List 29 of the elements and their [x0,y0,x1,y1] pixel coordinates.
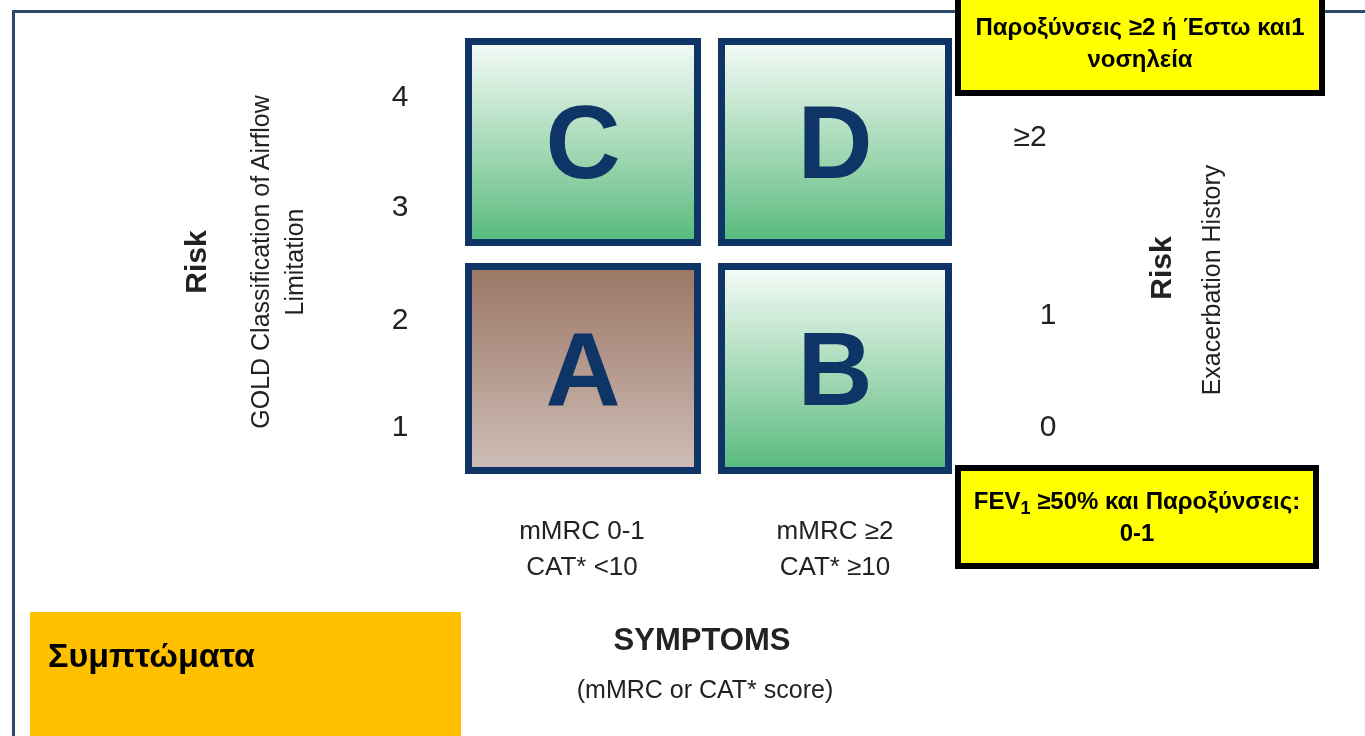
group-letter: A [545,316,621,421]
section-tag [30,612,461,736]
quadrant-box [718,263,952,474]
group-letter: B [797,316,873,421]
note-text: Συμπτώματα [48,635,255,676]
tick-label: 3 [390,187,410,224]
note-text: Παροξύνσεις ≥2 ή Έστω και1 νοσηλεία [974,12,1306,74]
group-letter: D [797,90,873,194]
tick-label: 0 [1038,407,1058,444]
axis-title: Risk [1142,235,1178,302]
axis-title: Risk [177,229,213,296]
quadrant-box [465,38,701,246]
tick-label: 1 [390,407,410,444]
tick-label: 2 [390,300,410,337]
note-box [955,465,1319,569]
note-text: FEV$_{1}$ ≥50% και Παροξύνσεις: 0-1 [972,486,1302,548]
quadrant-box [465,263,701,474]
axis-title: SYMPTOMS [612,620,792,659]
column-label: mMRC 0-1 CAT* <10 [518,514,646,583]
group-letter: C [545,90,621,194]
tick-label: ≥2 [1012,117,1048,154]
tick-label: 4 [390,77,410,114]
axis-subtitle: Exacerbation History [1196,163,1227,398]
axis-subtitle: GOLD Classification of Airflow Limitation [245,94,309,431]
tick-label: 1 [1038,295,1058,332]
note-box [955,0,1325,96]
quadrant-box [718,38,952,246]
column-label: mMRC ≥2 CAT* ≥10 [775,514,895,583]
axis-subtitle: (mMRC or CAT* score) [575,674,835,706]
